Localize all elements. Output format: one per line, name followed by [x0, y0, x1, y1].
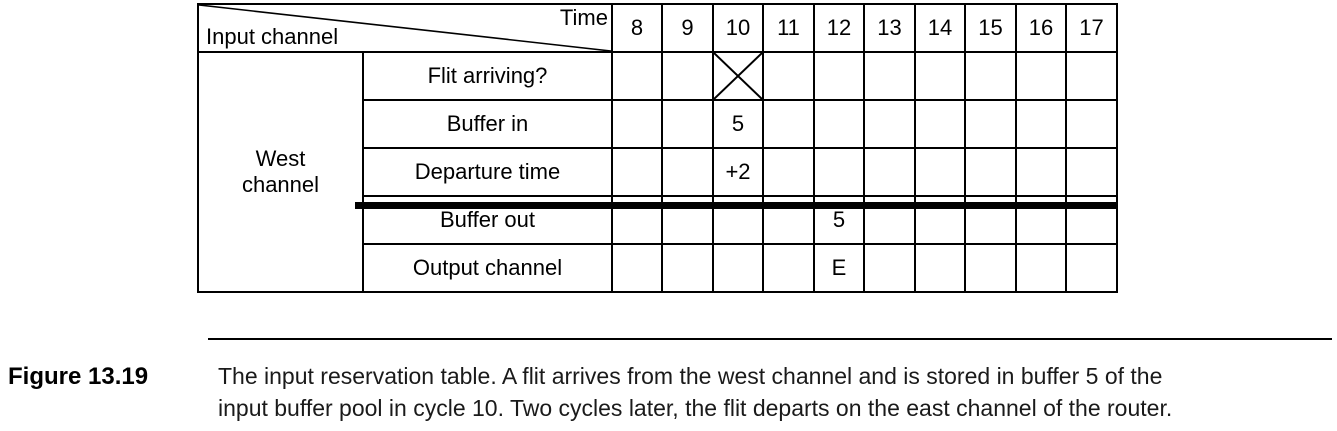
grid-cell — [762, 147, 815, 197]
grid-cell — [661, 147, 714, 197]
time-tick-16: 16 — [1015, 3, 1067, 53]
caption-line-1: The input reservation table. A flit arri… — [218, 363, 1163, 389]
header-row: Time Input channel 8 9 10 11 12 13 14 15… — [197, 3, 1118, 53]
buffer-in-value-cell: 5 — [712, 99, 764, 149]
grid-cell — [661, 51, 714, 101]
grid-cell — [611, 147, 663, 197]
grid-cell — [1015, 147, 1067, 197]
row-label-flit-arriving: Flit arriving? — [362, 51, 613, 101]
grid-cell — [964, 147, 1017, 197]
grid-cell — [1015, 99, 1067, 149]
grid-cell — [611, 243, 663, 293]
grid-cell — [964, 243, 1017, 293]
row-flit-arriving: West channel Flit arriving? — [197, 51, 1118, 293]
figure-caption: The input reservation table. A flit arri… — [218, 360, 1172, 424]
row-label-departure-time: Departure time — [362, 147, 613, 197]
grid-cell — [863, 99, 916, 149]
grid-cell — [863, 51, 916, 101]
input-reservation-table: Time Input channel 8 9 10 11 12 13 14 15… — [197, 3, 1118, 293]
grid-cell — [964, 99, 1017, 149]
row-label-output-channel: Output channel — [362, 243, 613, 293]
pipeline-separator-line — [355, 202, 1118, 209]
row-output-channel: Output channel E — [198, 243, 1118, 293]
time-tick-17: 17 — [1065, 3, 1118, 53]
caption-line-2: input buffer pool in cycle 10. Two cycle… — [218, 395, 1173, 421]
grid-cell — [914, 51, 966, 101]
grid-cell — [1015, 51, 1067, 101]
grid-cell — [813, 51, 865, 101]
grid-cell — [611, 51, 663, 101]
time-tick-13: 13 — [863, 3, 916, 53]
flit-arrival-x-mark-cell — [712, 51, 764, 101]
row-departure-time: Departure time +2 — [198, 147, 1118, 197]
time-tick-15: 15 — [964, 3, 1017, 53]
grid-cell — [1065, 99, 1118, 149]
grid-cell — [813, 147, 865, 197]
grid-cell — [762, 243, 815, 293]
grid-cell — [661, 243, 714, 293]
grid-cell — [1015, 243, 1067, 293]
west-channel-group-cell: West channel — [197, 51, 364, 293]
grid-cell — [611, 99, 663, 149]
corner-header-cell: Time Input channel — [197, 3, 613, 53]
row-label-buffer-in: Buffer in — [362, 99, 613, 149]
reservation-grid: Time Input channel 8 9 10 11 12 13 14 15… — [197, 3, 1118, 293]
grid-cell — [712, 243, 764, 293]
input-channel-axis-label: Input channel — [206, 24, 339, 49]
grid-cell — [1065, 243, 1118, 293]
time-tick-11: 11 — [762, 3, 815, 53]
grid-cell — [1065, 51, 1118, 101]
grid-cell — [762, 51, 815, 101]
time-tick-10: 10 — [712, 3, 764, 53]
x-cross-icon — [714, 53, 762, 99]
grid-cell — [863, 243, 916, 293]
output-channel-value-cell: E — [813, 243, 865, 293]
row-buffer-in: Buffer in 5 — [198, 99, 1118, 149]
grid-cell — [1065, 147, 1118, 197]
caption-divider-rule — [208, 338, 1332, 340]
grid-cell — [863, 147, 916, 197]
grid-cell — [914, 99, 966, 149]
time-tick-8: 8 — [611, 3, 663, 53]
grid-cell — [964, 51, 1017, 101]
grid-cell — [914, 243, 966, 293]
grid-cell — [762, 99, 815, 149]
grid-cell — [914, 147, 966, 197]
time-tick-9: 9 — [661, 3, 714, 53]
diagonal-divider-line — [199, 5, 611, 51]
grid-cell — [661, 99, 714, 149]
grid-cell — [813, 99, 865, 149]
departure-time-value-cell: +2 — [712, 147, 764, 197]
time-axis-label: Time — [559, 5, 608, 30]
time-tick-14: 14 — [914, 3, 966, 53]
figure-number-label: Figure 13.19 — [8, 363, 149, 390]
time-tick-12: 12 — [813, 3, 865, 53]
